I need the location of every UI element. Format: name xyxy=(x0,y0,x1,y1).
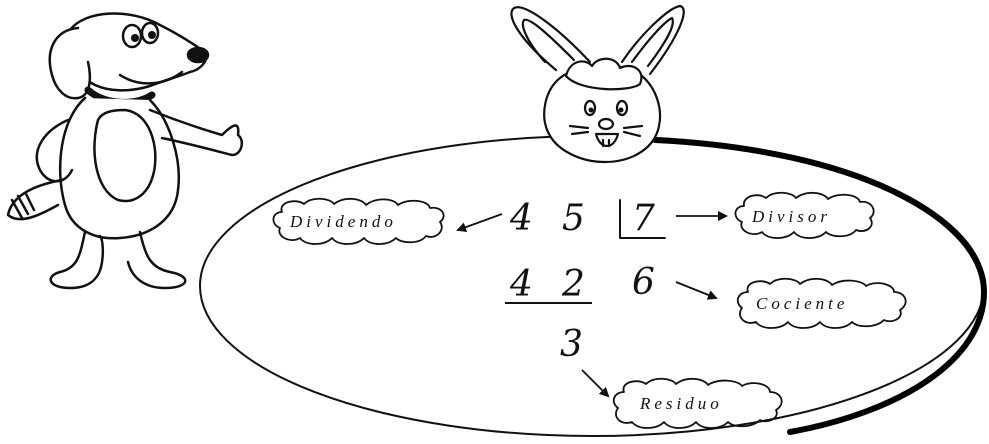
dividend-digit-2: 5 xyxy=(562,198,585,239)
remainder-label: Residuo xyxy=(639,394,723,413)
quotient-value: 6 xyxy=(632,262,655,303)
remainder-arrow xyxy=(581,369,610,398)
dog-icon xyxy=(6,12,244,290)
dividend-cloud: Dividendo xyxy=(272,197,445,245)
board-ellipse-shadow xyxy=(652,137,988,435)
product-digit-2: 2 xyxy=(561,264,585,305)
quotient-cloud: Cociente xyxy=(736,277,907,329)
remainder-cloud: Residuo xyxy=(612,377,783,429)
quotient-label: Cociente xyxy=(756,294,848,313)
dividend-label: Dividendo xyxy=(289,212,397,231)
divisor-cloud: Divisor xyxy=(734,191,875,239)
division-bracket xyxy=(619,199,666,239)
divisor-label: Divisor xyxy=(751,207,831,226)
quotient-arrow xyxy=(675,281,718,300)
dividend-digit-1: 4 xyxy=(509,198,533,239)
divisor-value: 7 xyxy=(632,198,655,239)
rabbit-icon xyxy=(510,4,685,164)
product-digit-1: 4 xyxy=(509,264,533,305)
remainder-value: 3 xyxy=(560,324,583,365)
dividend-arrow xyxy=(456,213,503,232)
